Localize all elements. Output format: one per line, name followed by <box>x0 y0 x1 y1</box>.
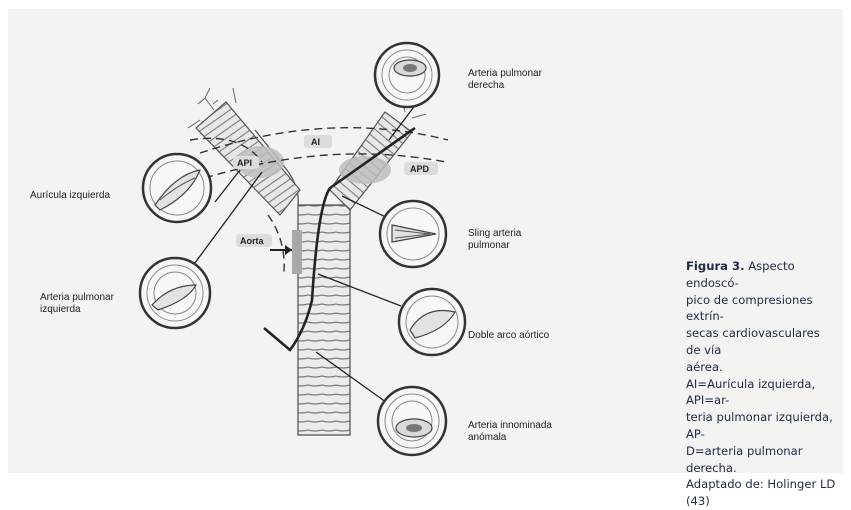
label-apd: APD <box>410 163 429 175</box>
apd-compression <box>339 156 391 184</box>
callout-doble-arco: Doble arco aórtico <box>468 330 578 342</box>
endoscopic-view-api <box>140 258 210 328</box>
caption-line-7: D=arteria pulmonar derecha. <box>686 443 836 477</box>
caption-line-6: teria pulmonar izquierda, AP- <box>686 409 836 443</box>
aorta-arrow <box>270 245 292 255</box>
endoscopic-view-doble-arco <box>399 289 465 355</box>
caption-line-4: aérea. <box>686 359 836 376</box>
label-ai: AI <box>311 136 320 148</box>
caption-line-3: secas cardiovasculares de vía <box>686 325 836 359</box>
label-api: API <box>237 157 252 169</box>
aorta-compression <box>292 230 302 274</box>
caption-line-1: Figura 3. Aspecto endoscó- <box>686 258 836 292</box>
caption-line-5: AI=Aurícula izquierda, API=ar- <box>686 376 836 410</box>
endoscopic-view-innominada <box>378 387 446 455</box>
label-aorta: Aorta <box>240 235 264 247</box>
caption-lead: Figura 3. <box>686 259 745 273</box>
endoscopic-view-apd <box>375 43 439 107</box>
endoscopic-view-sling <box>380 201 446 267</box>
caption-line-2: pico de compresiones extrín- <box>686 292 836 326</box>
callout-auricula-izquierda: Aurícula izquierda <box>30 190 140 202</box>
callout-innominada: Arteria innominada anómala <box>468 420 558 444</box>
endoscopic-view-ai <box>143 154 211 222</box>
caption-line-8: Adaptado de: Holinger LD (43) <box>686 476 836 510</box>
figure-caption: Figura 3. Aspecto endoscó- pico de compr… <box>686 258 836 510</box>
callout-sling: Sling arteria pulmonar <box>468 228 563 252</box>
callout-arteria-pulmonar-izquierda: Arteria pulmonar izquierda <box>40 292 130 316</box>
callout-arteria-pulmonar-derecha: Arteria pulmonar derecha <box>468 68 548 92</box>
